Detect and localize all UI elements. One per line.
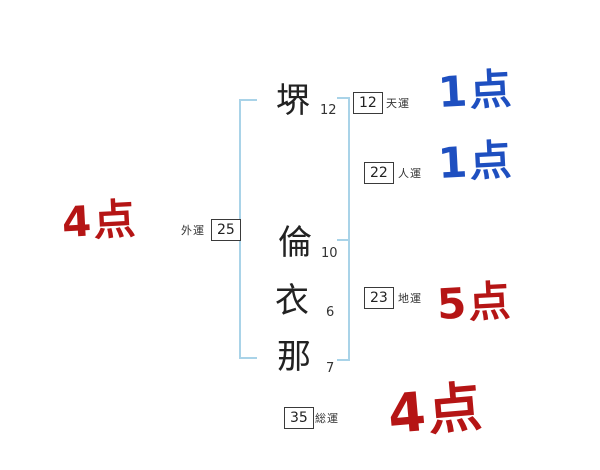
heaven-luck-value-box: 12 — [353, 92, 383, 114]
person-luck-score: 1点 — [436, 135, 515, 188]
total-luck-score: 4点 — [385, 374, 487, 447]
outer-luck-score: 4点 — [60, 194, 139, 247]
heaven-luck-score: 1点 — [436, 64, 515, 117]
total-luck-value-box: 35 — [284, 407, 314, 429]
name-char-1-strokes: 12 — [320, 103, 337, 118]
bracket-left-outer-luck — [239, 99, 257, 359]
person-luck-value-box: 22 — [364, 162, 394, 184]
name-char-3-strokes: 6 — [326, 305, 335, 320]
earth-luck-value-box: 23 — [364, 287, 394, 309]
name-char-2-strokes: 10 — [321, 246, 338, 261]
total-luck-label: 総運 — [315, 412, 339, 425]
name-char-4: 那 — [277, 337, 311, 377]
outer-luck-value-box: 25 — [211, 219, 241, 241]
earth-luck-score: 5点 — [435, 276, 514, 329]
name-char-2: 倫 — [278, 223, 312, 263]
heaven-luck-label: 天運 — [386, 97, 410, 110]
person-luck-label: 人運 — [398, 167, 422, 180]
name-char-1: 堺 — [276, 81, 310, 121]
name-char-4-strokes: 7 — [326, 361, 335, 376]
name-char-3: 衣 — [275, 281, 309, 321]
earth-luck-label: 地運 — [398, 292, 422, 305]
bracket-right-main — [337, 97, 350, 361]
outer-luck-label: 外運 — [181, 224, 205, 237]
